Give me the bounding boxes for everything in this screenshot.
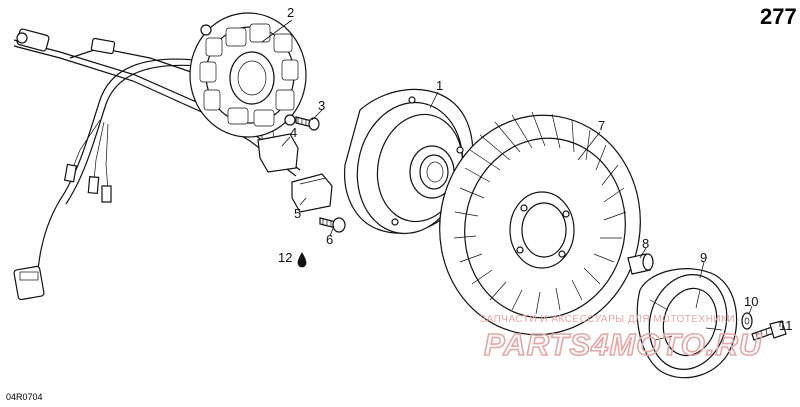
callout-11: 11 [779, 318, 793, 333]
flywheel [343, 88, 474, 235]
callout-7: 7 [598, 118, 605, 133]
cooling-fan [439, 111, 641, 336]
callout-2: 2 [287, 5, 294, 20]
stator-screw [295, 116, 320, 131]
spacer [627, 253, 654, 275]
oil-drop-icon [297, 252, 307, 268]
callout-6: 6 [326, 232, 333, 247]
pulley-bolt [751, 320, 787, 341]
watermark-site: PARTS4MOTO.RU [484, 327, 763, 362]
callout-9: 9 [700, 250, 707, 265]
leader-lines [261, 19, 781, 327]
stator [189, 12, 307, 138]
washer [741, 312, 753, 330]
callout-1: 1 [436, 78, 443, 93]
trigger-screw [319, 217, 346, 233]
wiring-harness [13, 28, 333, 301]
callout-4: 4 [290, 125, 297, 140]
callout-12: 12 [278, 250, 292, 265]
callout-8: 8 [642, 236, 649, 251]
page-number: 277 [760, 4, 797, 29]
reference-code: 04R0704 [6, 392, 43, 402]
callout-3: 3 [318, 98, 325, 113]
callout-5: 5 [294, 206, 301, 221]
watermark-tagline: ЗАПЧАСТИ И АКСЕССУАРЫ ДЛЯ МОТОТЕХНИКИ [480, 314, 735, 325]
callout-10: 10 [744, 294, 758, 309]
